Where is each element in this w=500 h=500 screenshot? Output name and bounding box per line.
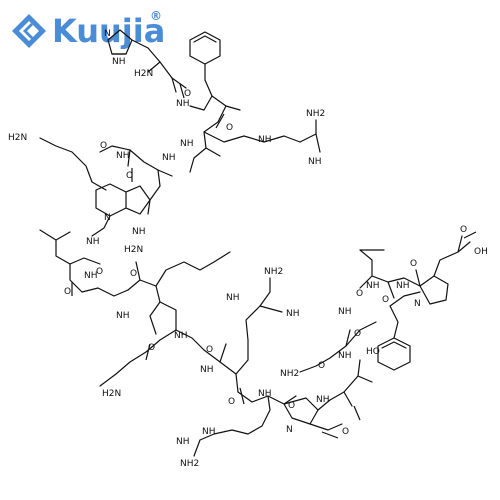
atom-label: N [104,29,111,39]
atom-label: NH [200,365,214,375]
atom-label: NH [338,351,352,361]
atom-labels: NH N H2N O NH O NH NH NH2 NH H2N O NH NH… [8,29,488,469]
atom-label: H2N [8,133,27,143]
atom-label: O [100,141,107,151]
atom-label: NH [258,389,272,399]
atom-label: NH [258,135,272,145]
atom-label: O [64,287,71,297]
atom-label: NH2 [264,267,283,277]
atom-label: NH [116,151,130,161]
atom-label: NH2 [306,109,325,119]
atom-label: O [342,427,349,437]
atom-label: NH2 [180,459,199,469]
atom-label: NH [308,157,322,167]
atom-label: H2N [124,245,143,255]
atom-label: O [460,225,467,235]
atom-label: NH [176,99,190,109]
atom-label: O [96,267,103,277]
atom-label: NH [180,139,194,149]
atom-label: NH2 [280,369,299,379]
atom-label: O [126,171,133,181]
atom-label: O [206,345,213,355]
atom-label: NH [396,281,410,291]
atom-label: O [356,289,363,299]
atom-label: H2N [134,69,153,79]
atom-label: NH [116,311,130,321]
atom-label: HO [366,347,380,357]
atom-label: H2N [102,389,121,399]
atom-label: NH [86,237,100,247]
atom-label: O [410,259,417,269]
logo-mark-icon [12,14,46,48]
atom-label: O [184,89,191,99]
atom-label: O [382,295,389,305]
atom-label: NH [202,427,216,437]
double-bond-accents [71,83,477,439]
atom-label: NH [162,153,176,163]
atom-label: NH [286,309,300,319]
atom-label: O [228,397,235,407]
atom-label: N [414,299,421,309]
atom-label: O [130,269,137,279]
atom-label: NH [84,271,98,281]
atom-label: N [286,425,293,435]
bond-skeleton [39,29,471,457]
atom-label: NH [316,395,330,405]
atom-label: O [318,361,325,371]
atom-label: OH [474,247,488,257]
atom-label: O [148,343,155,353]
atom-label: NH [226,293,240,303]
logo-registered-mark: ® [150,9,162,23]
atom-label: NH [338,307,352,317]
atom-label: NH [176,437,190,447]
atom-label: O [288,401,295,411]
atom-label: NH [366,281,380,291]
atom-label: NH [174,331,188,341]
atom-label: NH [112,57,126,67]
atom-label: O [226,123,233,133]
atom-label: O [354,329,361,339]
brand-logo: Kuujia ® [12,9,165,50]
atom-label: N [104,213,111,223]
atom-label: NH [132,227,146,237]
